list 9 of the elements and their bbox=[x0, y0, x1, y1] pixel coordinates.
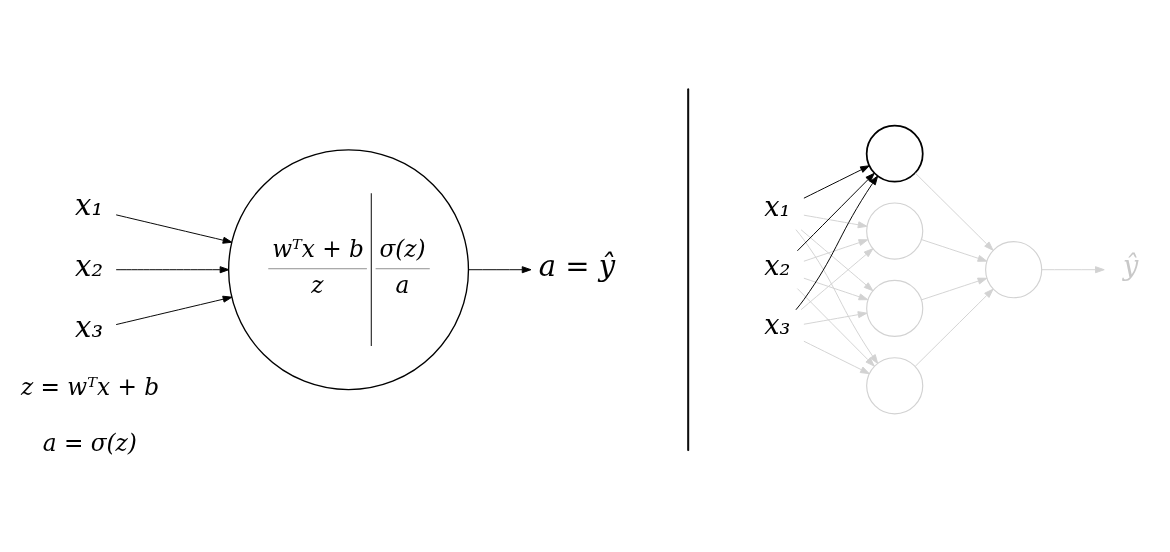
node-text: a = ŷ bbox=[538, 249, 616, 283]
node-text: x₁ bbox=[75, 188, 104, 223]
node-text: x₂ bbox=[764, 250, 791, 282]
label: z = wᵀx + b bbox=[20, 372, 160, 400]
node-text: x₂ bbox=[75, 249, 104, 283]
node-text: x₃ bbox=[764, 309, 791, 341]
node-text: x₃ bbox=[75, 309, 104, 344]
node-text: x₁ bbox=[764, 191, 791, 223]
label: a = σ(z) bbox=[42, 428, 137, 456]
